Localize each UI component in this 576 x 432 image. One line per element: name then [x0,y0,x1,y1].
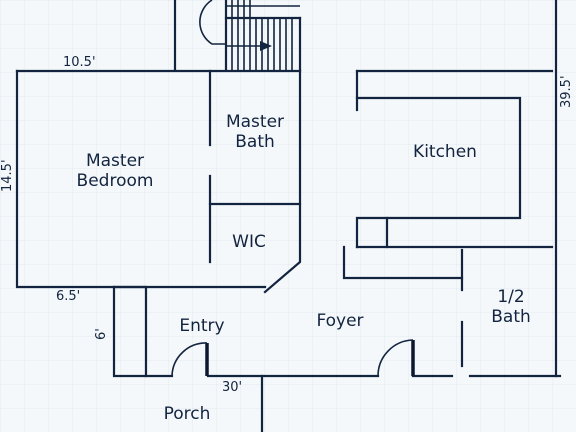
staircase [173,0,302,72]
master-suite-walls [15,69,302,294]
room-master-bedroom: Master Bedroom [60,151,170,191]
dim-bedroom-depth: 14.5' [0,159,15,192]
foyer-door [377,339,415,377]
dim-entry-depth: 6' [94,328,109,340]
room-porch: Porch [163,404,211,424]
kitchen-walls [342,69,554,280]
room-master-bath-line1: Master [225,112,285,132]
room-master-bedroom-line1: Master [85,151,145,171]
room-master-bath-line2: Bath [235,132,275,152]
entry-door [171,342,209,377]
dim-total-width: 30' [222,380,243,395]
dim-closet-width: 6.5' [56,289,81,304]
room-half-bath-line1: 1/2 [497,287,525,307]
room-foyer: Foyer [316,311,364,331]
room-half-bath: 1/2 Bath [482,287,540,327]
room-half-bath-line2: Bath [491,307,531,327]
room-wic: WIC [232,232,266,252]
room-master-bedroom-line2: Bedroom [76,171,154,191]
dim-bedroom-width: 10.5' [63,55,96,70]
room-entry: Entry [179,316,225,336]
dim-total-depth: 39.5' [559,75,574,108]
room-master-bath: Master Bath [214,112,296,152]
entry-foyer-walls [112,0,562,378]
room-kitchen: Kitchen [413,142,477,162]
